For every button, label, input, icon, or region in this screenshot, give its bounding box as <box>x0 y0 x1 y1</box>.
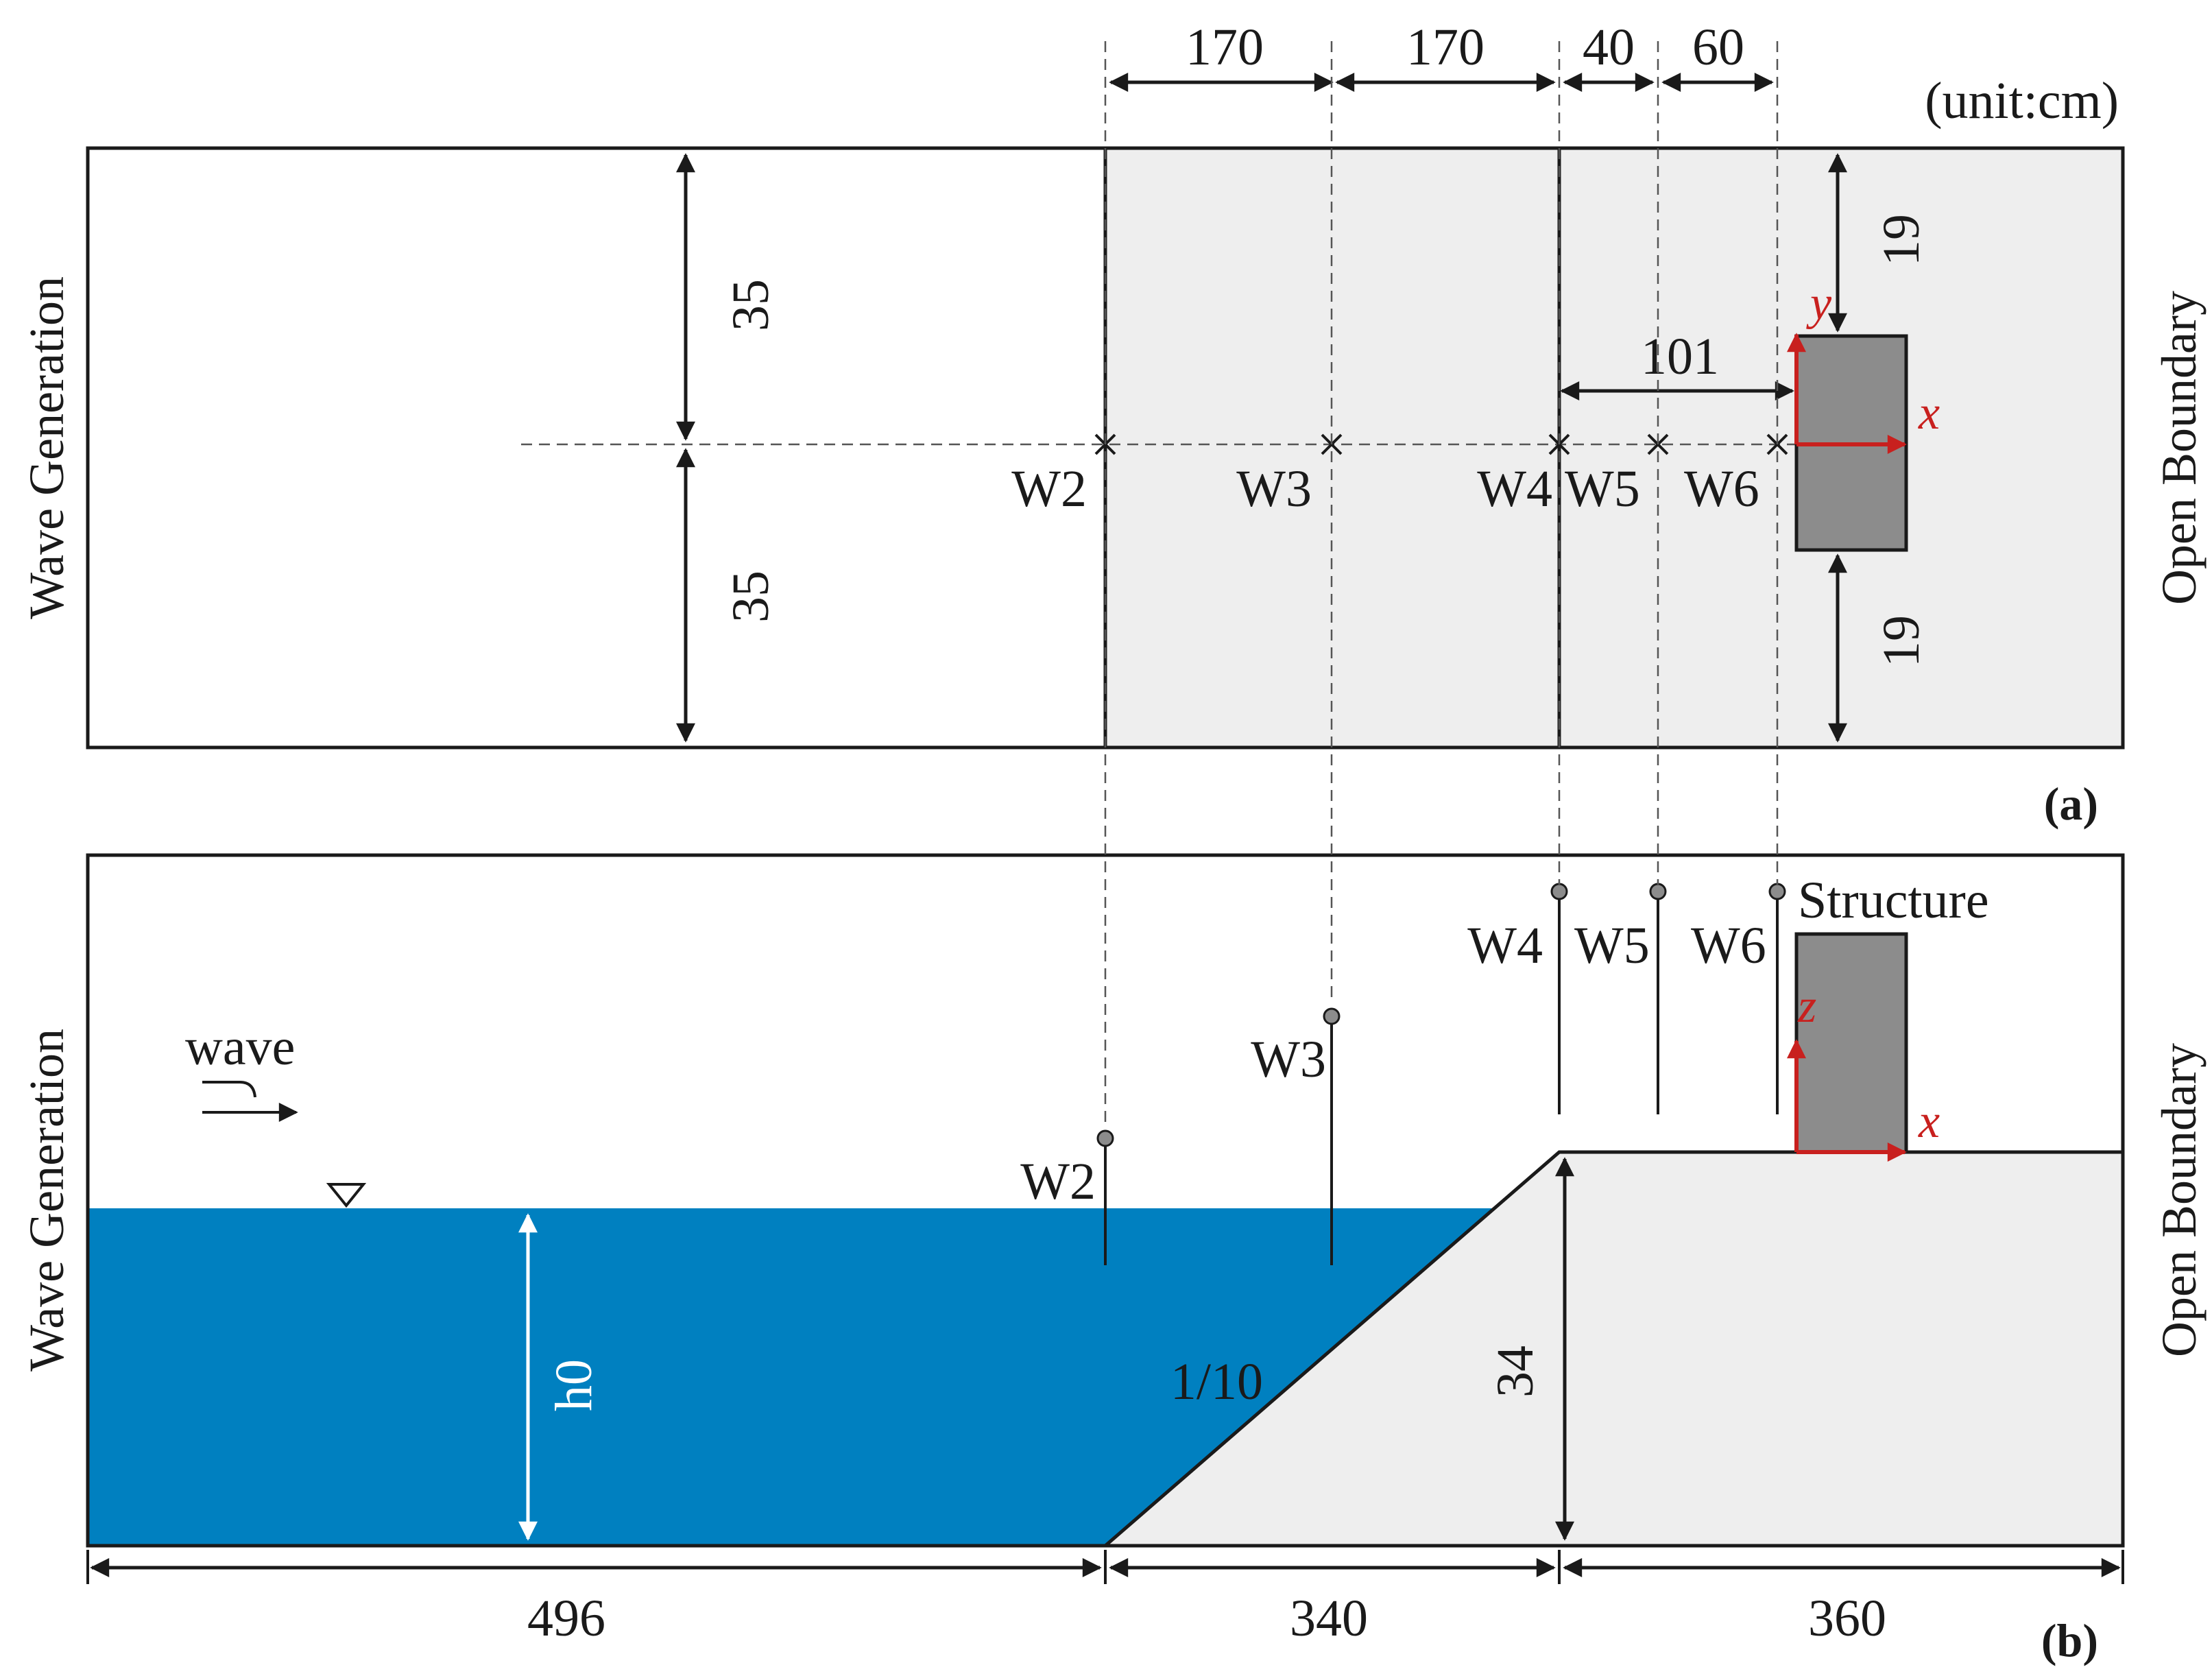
gauge-head-w6 <box>1768 883 1786 900</box>
bottom-dim-label-2: 340 <box>1290 1590 1368 1647</box>
guide-lines <box>1104 41 1779 1125</box>
slope-label: 1/10 <box>1170 1353 1263 1411</box>
gauge-label-w2-plan: W2 <box>1011 460 1087 518</box>
gauge-label-w4-profile: W4 <box>1467 917 1543 974</box>
gauge-label-w6-plan: W6 <box>1684 460 1759 518</box>
gauge-head-w5 <box>1649 883 1667 900</box>
gauge-label-w5-profile: W5 <box>1574 917 1650 974</box>
half-width-lower-label: 35 <box>722 571 780 623</box>
structure-profile <box>1794 932 1908 1154</box>
top-dim-label-1: 170 <box>1186 19 1264 76</box>
bottom-dim-label-3: 360 <box>1808 1590 1886 1647</box>
gauge-head-w3 <box>1323 1007 1341 1025</box>
z-axis-label: z <box>1797 980 1816 1033</box>
wave-label: wave <box>185 1018 295 1076</box>
w4-structure-distance-label: 101 <box>1641 328 1719 385</box>
water-level-symbol <box>326 1183 367 1208</box>
top-dim-label-3: 40 <box>1583 19 1635 76</box>
top-dim-label-4: 60 <box>1692 19 1744 76</box>
gap-bottom-label: 19 <box>1873 615 1930 667</box>
shelf-region <box>1105 148 2123 747</box>
profile-frame <box>86 853 2125 1548</box>
top-dimensions: 170 170 40 60 (unit:cm) <box>1109 19 2119 130</box>
x-axis-label-profile: x <box>1918 1095 1940 1148</box>
y-axis-label: y <box>1806 277 1832 330</box>
bottom-dimensions: 496 340 360 <box>86 1550 2124 1647</box>
top-dim-label-2: 170 <box>1406 19 1484 76</box>
profile-view: Structure z x W2 W3 W4 W5 W6 wave <box>86 853 2125 1666</box>
gauge-label-w4-plan: W4 <box>1477 460 1552 518</box>
half-width-upper-label: 35 <box>722 279 780 331</box>
plan-view: 35 35 19 19 101 y x W2 W3 W4 W5 W6 (a) <box>86 146 2125 830</box>
open-boundary-label-profile: Open Boundary <box>2152 1043 2207 1357</box>
gauge-label-w3-profile: W3 <box>1251 1031 1326 1088</box>
gap-top-label: 19 <box>1873 214 1930 266</box>
structure-label: Structure <box>1798 872 1989 929</box>
open-boundary-label-plan: Open Boundary <box>2152 291 2207 605</box>
gauge-label-w5-plan: W5 <box>1565 460 1640 518</box>
wave-generation-label-plan: Wave Generation <box>19 276 74 619</box>
bottom-dim-label-1: 496 <box>527 1590 605 1647</box>
gauge-label-w3-plan: W3 <box>1236 460 1312 518</box>
panel-label-a: (a) <box>2044 778 2098 830</box>
gauge-head-w2 <box>1096 1129 1114 1147</box>
x-axis-label-plan: x <box>1918 387 1940 440</box>
depth-label: h0 <box>545 1359 603 1411</box>
gauge-label-w2-profile: W2 <box>1020 1153 1096 1210</box>
gauge-label-w6-profile: W6 <box>1691 917 1766 974</box>
step-height-label: 34 <box>1487 1345 1544 1398</box>
unit-label: (unit:cm) <box>1925 72 2119 130</box>
water-body <box>88 1208 1495 1546</box>
panel-label-b: (b) <box>2041 1614 2098 1666</box>
wave-generation-label-profile: Wave Generation <box>19 1029 74 1372</box>
gauge-head-w4 <box>1550 883 1568 900</box>
wave-symbol-upper <box>202 1081 256 1098</box>
